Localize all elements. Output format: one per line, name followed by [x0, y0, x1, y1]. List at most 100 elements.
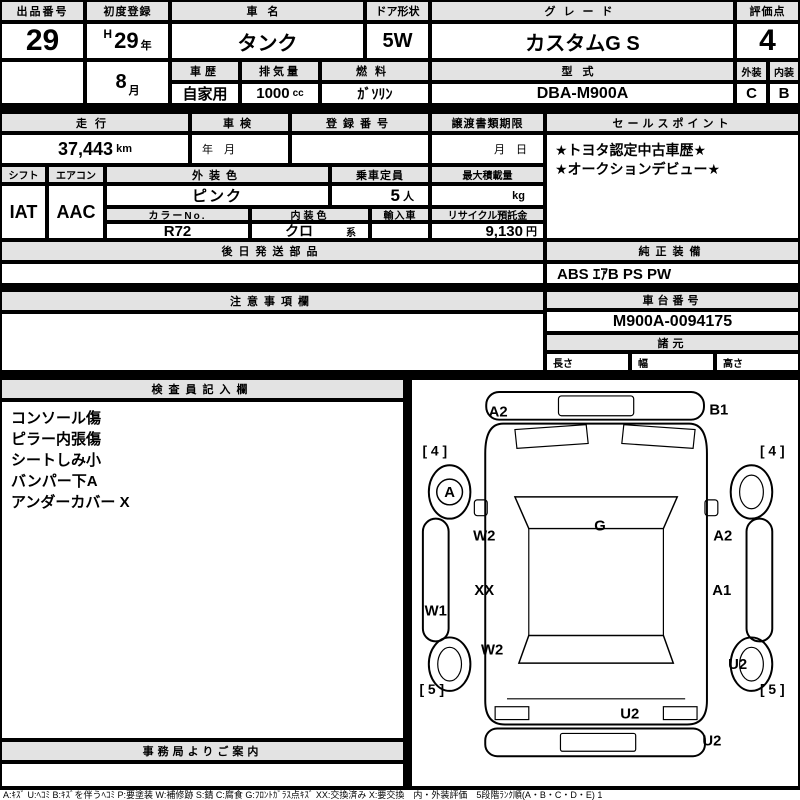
exterior-color-value: ピンク: [107, 186, 328, 205]
history-value: 自家用: [172, 84, 238, 103]
score-value: 4: [737, 24, 798, 58]
inspection-label: 車検: [192, 114, 288, 131]
recycle-deposit-label: リサイクル預託金: [432, 209, 543, 220]
fuel-label: 燃料: [322, 62, 428, 80]
damage-marker: A2: [713, 528, 732, 544]
mileage-unit: km: [116, 143, 132, 155]
exhibit-no-value: 29: [2, 24, 83, 58]
displacement-unit: cc: [292, 88, 304, 99]
side-sill-left: [421, 517, 450, 643]
rear-window: [517, 634, 675, 664]
displacement-value: 1000: [256, 85, 290, 102]
score-label: 評価点: [737, 2, 798, 20]
sales-point-line: ★トヨタ認定中古車歴★: [555, 142, 707, 158]
first-reg-month-unit: 月: [128, 85, 140, 97]
exterior-grade-label: 外装: [737, 62, 766, 80]
mileage-cell: 37,443 km: [2, 135, 188, 163]
model-code-value: DBA-M900A: [432, 84, 733, 103]
damage-diagram-box: A2 B1 [ 4 ] [ 4 ] A G W2 A2 XX A1 W1 W2 …: [412, 380, 798, 786]
headlight-right: [621, 424, 696, 450]
office-info-empty-cell: [2, 764, 403, 786]
interior-grade-value: B: [770, 84, 798, 103]
mirror-left: [473, 499, 488, 517]
sales-points-label: セールスポイント: [547, 114, 798, 131]
transfer-deadline-hint: 月 日: [432, 135, 543, 163]
equipment-value: ABS ｴｱB PS PW: [547, 264, 798, 283]
inspector-notes-area: コンソール傷 ピラー内張傷 シートしみ小 バンパー下A アンダーカバー X: [2, 402, 403, 738]
damage-marker: [ 4 ]: [760, 442, 785, 458]
max-load-unit: kg: [512, 189, 525, 202]
interior-color-label: 内装色: [252, 209, 368, 220]
color-no-label: カラーNo.: [107, 209, 248, 220]
inspector-note-line: コンソール傷: [11, 410, 102, 427]
damage-marker: W2: [481, 642, 503, 658]
max-load-cell: kg: [432, 186, 543, 205]
import-label: 輸入車: [372, 209, 428, 220]
sales-points-cell: ★トヨタ認定中古車歴★ ★オークションデビュー★: [547, 135, 798, 238]
shift-value: IAT: [2, 186, 45, 238]
exhibit-no-label: 出品番号: [2, 2, 83, 20]
first-reg-year-cell: H 29 年: [87, 24, 168, 58]
spec-width-cell: 幅: [632, 354, 713, 370]
door-shape-label: ドア形状: [367, 2, 428, 20]
door-shape-value: 5W: [367, 24, 428, 58]
caution-label: 注意事項欄: [2, 292, 543, 310]
inspection-hint: 年 月: [192, 135, 288, 163]
legend-text: A:ｷｽﾞ U:ﾍｺﾐ B:ｷｽﾞを伴うﾍｺﾐ P:要塗装 W:補修跡 S:錆 …: [0, 790, 800, 800]
caution-empty-cell: [2, 314, 543, 370]
spec-height-cell: 高さ: [717, 354, 798, 370]
capacity-label: 乗車定員: [332, 167, 428, 182]
history-label: 車歴: [172, 62, 238, 80]
color-no-value: R72: [107, 224, 248, 238]
equipment-label: 純正装備: [547, 242, 798, 260]
interior-color-suffix: 系: [346, 227, 356, 239]
mileage-value: 37,443: [58, 138, 114, 159]
damage-marker-circle: [436, 478, 464, 506]
shift-label: シフト: [2, 167, 45, 182]
damage-marker: G: [594, 519, 606, 535]
inspector-note-line: ピラー内張傷: [11, 431, 102, 448]
taillight-right: [662, 706, 698, 721]
damage-marker: [ 5 ]: [760, 681, 785, 697]
damage-marker: W1: [425, 604, 447, 620]
taillight-left: [494, 706, 530, 721]
rear-bumper: [484, 727, 706, 758]
car-name-label: 車名: [172, 2, 363, 20]
damage-marker: [ 5 ]: [419, 681, 444, 697]
inspector-note-line: シートしみ小: [11, 452, 102, 469]
headlight-left: [514, 424, 589, 450]
recycle-deposit-value: 9,130: [485, 224, 523, 238]
first-reg-label: 初度登録: [87, 2, 168, 20]
exhibit-no-empty-cell: [2, 62, 83, 103]
grade-value: カスタムG S: [432, 24, 733, 58]
sales-point-line: ★オークションデビュー★: [555, 161, 721, 177]
aircon-value: AAC: [49, 186, 103, 238]
spec-length-label: 長さ: [553, 358, 573, 370]
side-sill-right: [745, 517, 774, 643]
grade-label: グレード: [432, 2, 733, 20]
registration-no-label: 登録番号: [292, 114, 428, 131]
aircon-label: エアコン: [49, 167, 103, 182]
wheel-front-right: [729, 464, 774, 520]
damage-marker: U2: [728, 657, 747, 673]
recycle-deposit-cell: 9,130 円: [432, 224, 543, 238]
registration-no-empty-cell: [292, 135, 428, 163]
damage-marker: [ 4 ]: [422, 442, 447, 458]
front-plate: [557, 395, 635, 417]
wheel-front-left: [427, 464, 472, 520]
spec-height-label: 高さ: [723, 358, 743, 370]
interior-grade-label: 内装: [770, 62, 798, 80]
inspector-notes-label: 検査員記入欄: [2, 380, 403, 398]
mirror-right: [704, 499, 719, 517]
chassis-no-label: 車台番号: [547, 292, 798, 308]
first-reg-month: 8: [115, 71, 127, 93]
displacement-label: 排気量: [242, 62, 318, 80]
recycle-deposit-unit: 円: [526, 226, 537, 238]
import-empty-cell: [372, 224, 428, 238]
capacity-value: 5: [390, 186, 400, 205]
model-code-label: 型式: [432, 62, 733, 80]
wheel-rear-left: [427, 636, 472, 692]
damage-marker: A1: [712, 583, 731, 599]
interior-color-cell: クロ 系: [252, 224, 368, 238]
